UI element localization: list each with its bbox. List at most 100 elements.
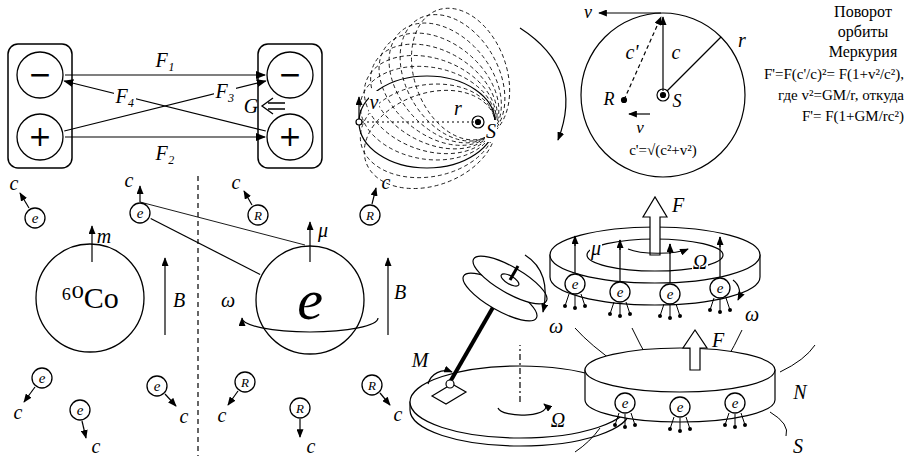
node-outline (36, 244, 144, 352)
node-text-box: e (146, 375, 168, 397)
charge-circle: + (266, 113, 314, 161)
symbol-label: r (738, 29, 746, 51)
node-outline (267, 52, 313, 98)
node-text-box: R (359, 204, 381, 226)
particle-circle: R (289, 397, 311, 419)
node-label: R (254, 209, 262, 222)
node-label: e (677, 400, 684, 415)
symbol-label: M (412, 349, 429, 371)
node-label: e (732, 396, 739, 411)
magnet-disk (585, 348, 775, 392)
symbol-label: S (793, 435, 803, 457)
current-ring (565, 306, 730, 318)
force-label: F₄ (114, 85, 135, 107)
electron-circle: e (659, 283, 681, 305)
node-text-box: − (266, 51, 314, 99)
node-outline (32, 368, 52, 388)
orbit-marks (356, 119, 362, 125)
node-label: e (39, 371, 46, 386)
orbit-fan (357, 10, 520, 168)
current-ring (719, 237, 720, 247)
symbol-label: c (394, 403, 403, 425)
symbol-label: Ω (692, 251, 708, 273)
force-label: F₃ (214, 80, 235, 102)
electron-circle: e (564, 273, 586, 295)
symbol-label: m (97, 225, 111, 247)
connector (151, 218, 260, 274)
node-text-box: R (361, 374, 383, 396)
symbol-label: v (636, 119, 644, 138)
node-label: e (154, 379, 161, 394)
node-outline (565, 274, 585, 294)
velocity-circle (629, 113, 650, 114)
velocity-circle (622, 98, 627, 103)
node-label: e (717, 281, 724, 296)
nucleus-circle: ⁶⁰Co (35, 243, 145, 353)
current-ring (574, 236, 575, 246)
beta-decay-sketch (82, 421, 86, 438)
current-ring (565, 294, 730, 318)
symbol-label: c (92, 435, 101, 457)
node-outline (17, 114, 63, 160)
particle-circle: R (247, 204, 269, 226)
orbit-fan (352, 23, 516, 171)
node-label: ⁶⁰Co (61, 283, 119, 313)
node-text-box: e (659, 283, 681, 305)
node-text-box: e (669, 396, 691, 418)
magnet-disk (575, 412, 787, 452)
gyroscope (428, 371, 452, 384)
charge-circle: − (266, 51, 314, 99)
beta-decay-sketch (380, 393, 390, 405)
g-arrow (268, 103, 285, 109)
electron-circle: e (255, 245, 365, 355)
beta-decay-sketch (228, 391, 238, 405)
note-text: F'=F(c'/c)²= F(1+v²/c²), где v²=GM/r, от… (762, 64, 904, 127)
charge-box (8, 44, 72, 168)
symbol-label: S (673, 92, 682, 112)
symbol-label: ω (221, 289, 235, 311)
gyroscope (446, 380, 454, 388)
node-text-box: R (234, 371, 256, 393)
particle-circle: R (359, 204, 381, 226)
node-label: R (368, 379, 376, 392)
node-outline (610, 282, 630, 302)
symbol-label: v (584, 3, 592, 23)
node-label: e (297, 271, 323, 329)
orbit-marks (520, 28, 566, 140)
current-ring (733, 280, 740, 300)
magnet-disk (615, 425, 745, 431)
node-label: e (137, 206, 144, 221)
electron-circle: e (129, 202, 151, 224)
velocity-circle (581, 13, 745, 177)
charge-box (258, 44, 322, 168)
gyroscope (498, 404, 546, 415)
node-label: e (617, 285, 624, 300)
symbol-label: μ (318, 219, 328, 241)
node-text-box: R (247, 204, 269, 226)
velocity-circle (661, 93, 666, 98)
electron-circle: e (614, 392, 636, 414)
node-outline (290, 398, 310, 418)
orbit-fan (353, 74, 503, 188)
symbol-label: B (173, 289, 185, 311)
node-text-box: e (69, 399, 91, 421)
particle-circle: R (234, 371, 256, 393)
node-label: + (28, 123, 51, 151)
node-text-box: + (16, 113, 64, 161)
symbol-label: μ (590, 237, 602, 259)
velocity-circle (662, 17, 663, 91)
node-label: e (622, 396, 629, 411)
node-text-box: ⁶⁰Co (35, 243, 145, 353)
gyroscope (510, 266, 518, 280)
node-text-box: e (609, 281, 631, 303)
current-ring (669, 244, 670, 254)
current-ring (628, 249, 688, 253)
force-label: F₁ (154, 49, 175, 71)
velocity-circle (667, 37, 721, 91)
beta-decay-sketch (165, 394, 176, 406)
g-arrow (262, 98, 285, 114)
orbit-marks (472, 116, 484, 128)
symbol-label: ω (549, 315, 563, 337)
electron-circle: e (609, 281, 631, 303)
